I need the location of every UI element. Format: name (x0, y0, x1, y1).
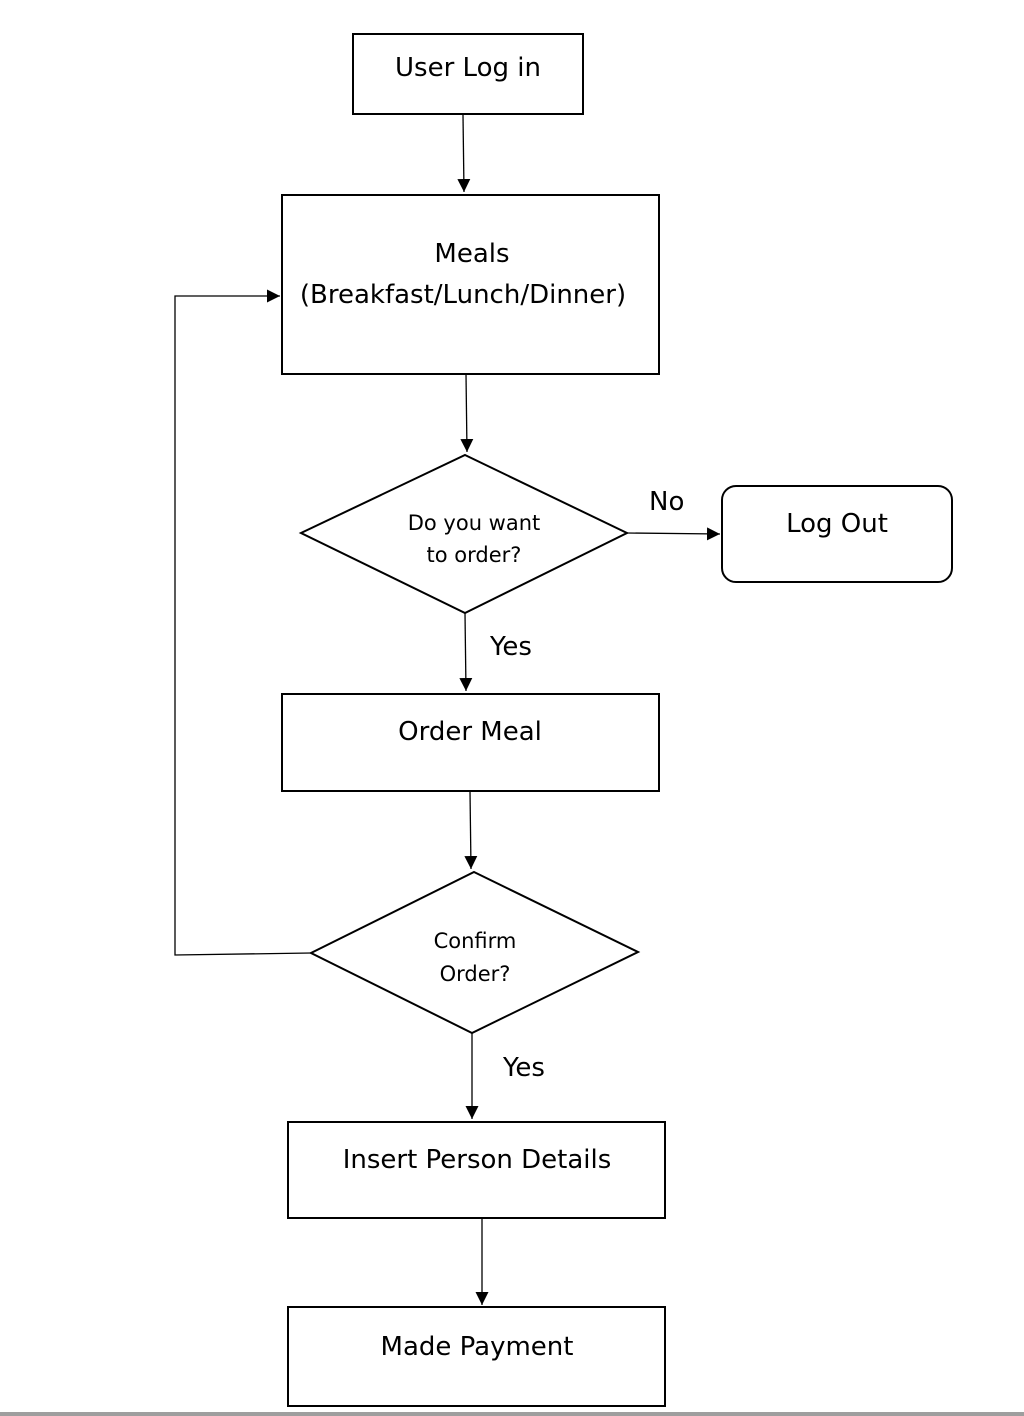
node-made-payment-box (287, 1306, 666, 1407)
node-want-to-order: Do you want to order? (298, 453, 630, 615)
page-bottom-rule (0, 1412, 1024, 1416)
node-order-meal-label: Order Meal (398, 717, 542, 747)
node-made-payment: Made Payment (287, 1306, 666, 1407)
edge-label-no: No (649, 487, 684, 517)
node-meals: Meals (Breakfast/Lunch/Dinner) (281, 194, 660, 375)
node-user-login: User Log in (352, 33, 584, 115)
node-confirm-order: Confirm Order? (308, 870, 641, 1035)
edge-meals-to-decision (460, 373, 474, 453)
node-want-to-order-label-line2: to order? (427, 543, 522, 567)
node-confirm-order-diamond (308, 870, 641, 1035)
node-insert-details-box (287, 1121, 666, 1219)
edge-decision-to-logout (626, 527, 721, 541)
node-user-login-label: User Log in (395, 53, 541, 83)
node-made-payment-label: Made Payment (381, 1332, 574, 1362)
node-want-to-order-label-line1: Do you want (408, 511, 541, 535)
node-meals-label-line2: (Breakfast/Lunch/Dinner) (300, 280, 626, 310)
edge-confirm-loop-to-meals (174, 289, 312, 956)
node-order-meal: Order Meal (281, 693, 660, 792)
node-confirm-order-label-line2: Order? (440, 962, 511, 986)
node-confirm-order-label-line1: Confirm (434, 929, 517, 953)
node-meals-label-line1: Meals (434, 239, 509, 269)
node-order-meal-box (281, 693, 660, 792)
edge-decision-to-order (459, 612, 473, 692)
node-meals-box (281, 194, 660, 375)
node-log-out: Log Out (721, 485, 953, 583)
node-user-login-box (352, 33, 584, 115)
edge-label-yes-confirm: Yes (502, 1053, 545, 1083)
node-log-out-box (721, 485, 953, 583)
edge-login-to-meals (457, 114, 471, 193)
edge-order-to-confirm (464, 790, 478, 870)
edge-label-yes-order: Yes (489, 632, 532, 662)
node-log-out-label: Log Out (786, 509, 888, 539)
node-want-to-order-diamond (298, 453, 630, 615)
node-insert-details: Insert Person Details (287, 1121, 666, 1219)
node-insert-details-label: Insert Person Details (343, 1145, 612, 1175)
